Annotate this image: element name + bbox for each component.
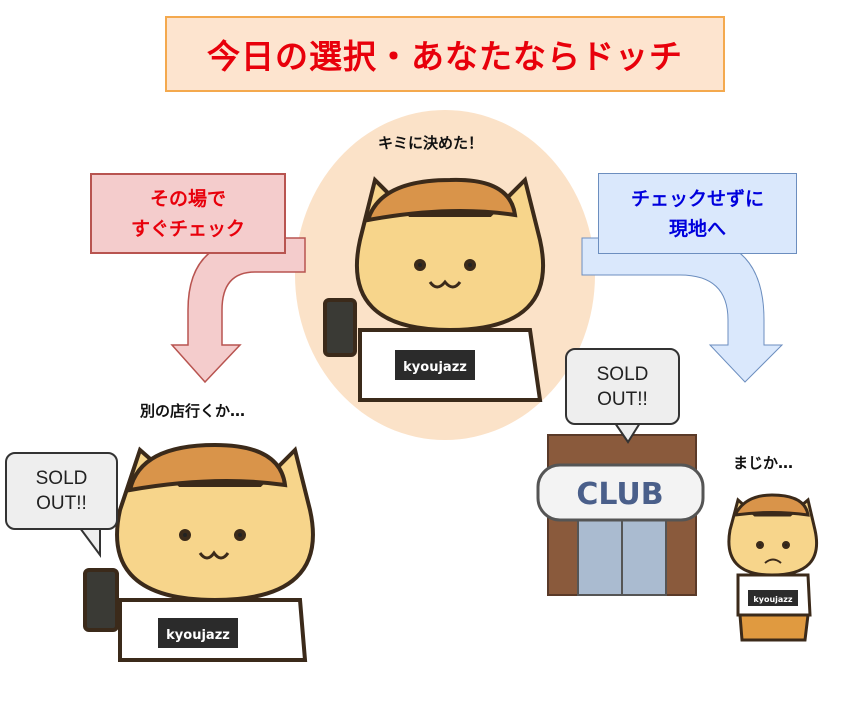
club-building xyxy=(536,434,705,596)
left-bubble-line2: OUT!! xyxy=(36,493,87,514)
left-caption: 別の店行くか… xyxy=(140,402,246,420)
right-bubble-line1: SOLD xyxy=(596,363,649,385)
center-caption: キミに決めた！ xyxy=(378,134,484,152)
right-option-box: チェックせずに現地へ xyxy=(598,173,797,254)
left-bubble-line1: SOLD xyxy=(35,468,88,489)
left-box-line1: その場で xyxy=(149,187,226,210)
center-shirt-text: kyoujazz xyxy=(403,360,467,375)
left-shirt-text: kyoujazz xyxy=(166,628,230,643)
right-box-line2: 現地へ xyxy=(668,217,726,240)
page-title: 今日の選択・あなたならドッチ xyxy=(165,16,725,92)
right-box-line1: チェックせずに xyxy=(630,187,764,210)
right-bubble-line2: OUT!! xyxy=(597,388,648,410)
cat-with-phone-left xyxy=(83,442,315,662)
left-option-box: その場ですぐチェック xyxy=(90,173,286,254)
left-arrow xyxy=(170,237,306,384)
sad-cat-right xyxy=(727,493,818,642)
left-box-line2: すぐチェック xyxy=(130,217,245,240)
right-caption: まじか… xyxy=(733,454,794,472)
left-bubble-tail xyxy=(78,527,101,559)
cat-with-phone-center xyxy=(323,176,546,402)
right-sold-out-bubble: SOLD OUT!! xyxy=(565,348,680,425)
club-sign: CLUB xyxy=(576,477,663,512)
right-shirt-text: kyoujazz xyxy=(753,595,793,604)
left-sold-out-bubble: SOLD OUT!! xyxy=(5,452,118,530)
